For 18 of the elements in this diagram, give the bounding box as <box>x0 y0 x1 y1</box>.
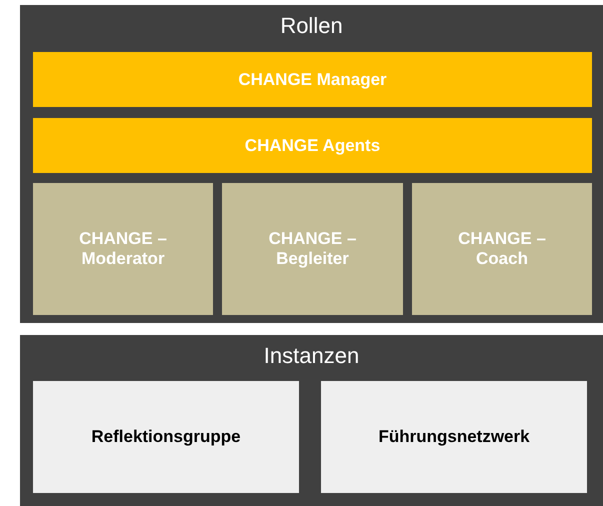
instance-panel <box>20 335 603 506</box>
panel-title: Instanzen <box>262 343 360 369</box>
role-card <box>33 183 213 315</box>
instance-card <box>321 381 587 493</box>
panel-title: Rollen <box>279 13 344 39</box>
box-label: CHANGE Manager <box>237 70 388 90</box>
role-card <box>412 183 592 315</box>
box-label: CHANGE – Moderator <box>78 229 168 269</box>
box-label: CHANGE Agents <box>244 136 382 156</box>
box-label: Führungsnetzwerk <box>377 427 531 447</box>
box-label: CHANGE – Coach <box>457 229 547 269</box>
role-card <box>222 183 403 315</box>
role-panel <box>20 5 603 323</box>
role-bar <box>33 118 592 173</box>
box-label: Reflektionsgruppe <box>90 427 242 447</box>
role-bar <box>33 52 592 107</box>
box-label: CHANGE – Begleiter <box>268 229 358 269</box>
instance-card <box>33 381 299 493</box>
